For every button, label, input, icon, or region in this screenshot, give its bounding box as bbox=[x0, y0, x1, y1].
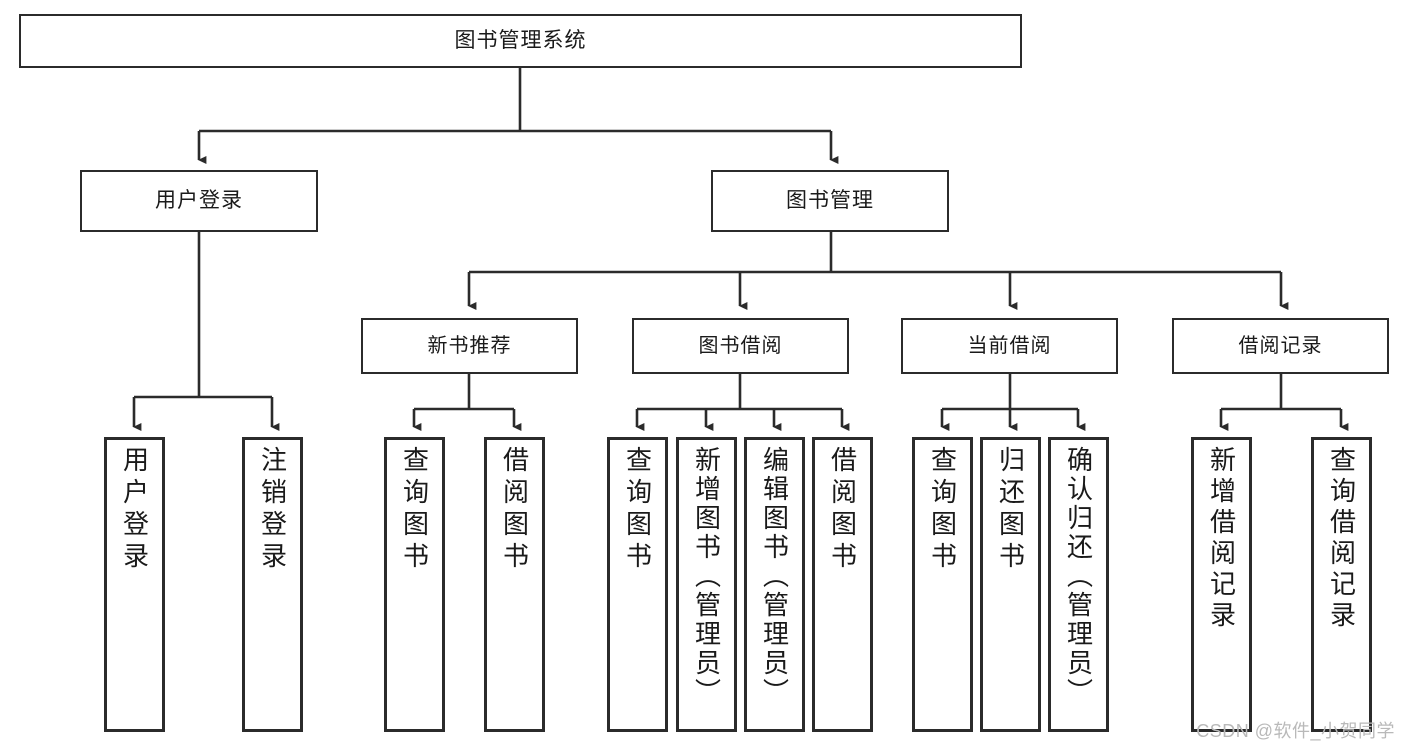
node-label: 新增借阅记录 bbox=[1206, 446, 1237, 632]
leaf-borrow-book-2[interactable]: 借阅图书 bbox=[812, 437, 873, 732]
node-label: 当前借阅 bbox=[967, 334, 1052, 357]
node-label: 借阅图书 bbox=[827, 446, 858, 574]
node-label: 用户登录 bbox=[119, 446, 150, 574]
leaf-add-record[interactable]: 新增借阅记录 bbox=[1191, 437, 1252, 732]
leaf-add-book[interactable]: 新增图书（管理员） bbox=[676, 437, 737, 732]
leaf-query-book-1[interactable]: 查询图书 bbox=[384, 437, 445, 732]
node-label: 查询借阅记录 bbox=[1326, 446, 1357, 632]
node-label: 图书管理 bbox=[786, 188, 874, 212]
leaf-borrow-book-1[interactable]: 借阅图书 bbox=[484, 437, 545, 732]
node-label: 新增图书（管理员） bbox=[691, 446, 722, 707]
node-label: 查询图书 bbox=[927, 446, 958, 574]
node-label: 查询图书 bbox=[399, 446, 430, 574]
node-label: 归还图书 bbox=[995, 446, 1026, 574]
node-book-borrow[interactable]: 图书借阅 bbox=[632, 318, 849, 374]
node-label: 图书借阅 bbox=[698, 334, 783, 357]
leaf-query-record[interactable]: 查询借阅记录 bbox=[1311, 437, 1372, 732]
node-label: 编辑图书（管理员） bbox=[759, 446, 790, 707]
leaf-user-login[interactable]: 用户登录 bbox=[104, 437, 165, 732]
node-label: 查询图书 bbox=[622, 446, 653, 574]
leaf-query-book-2[interactable]: 查询图书 bbox=[607, 437, 668, 732]
node-borrow-record[interactable]: 借阅记录 bbox=[1172, 318, 1389, 374]
node-root-system[interactable]: 图书管理系统 bbox=[19, 14, 1022, 68]
leaf-confirm-return[interactable]: 确认归还（管理员） bbox=[1048, 437, 1109, 732]
node-book-management[interactable]: 图书管理 bbox=[711, 170, 949, 232]
node-label: 借阅图书 bbox=[499, 446, 530, 574]
node-new-book-recommend[interactable]: 新书推荐 bbox=[361, 318, 578, 374]
node-label: 新书推荐 bbox=[427, 334, 512, 357]
node-label: 确认归还（管理员） bbox=[1063, 446, 1094, 707]
node-user-login[interactable]: 用户登录 bbox=[80, 170, 318, 232]
node-label: 借阅记录 bbox=[1238, 334, 1323, 357]
leaf-edit-book[interactable]: 编辑图书（管理员） bbox=[744, 437, 805, 732]
node-current-borrow[interactable]: 当前借阅 bbox=[901, 318, 1118, 374]
leaf-return-book[interactable]: 归还图书 bbox=[980, 437, 1041, 732]
node-label: 注销登录 bbox=[257, 446, 288, 574]
node-label: 图书管理系统 bbox=[454, 28, 587, 52]
leaf-query-book-3[interactable]: 查询图书 bbox=[912, 437, 973, 732]
node-label: 用户登录 bbox=[155, 188, 243, 212]
leaf-logout-login[interactable]: 注销登录 bbox=[242, 437, 303, 732]
